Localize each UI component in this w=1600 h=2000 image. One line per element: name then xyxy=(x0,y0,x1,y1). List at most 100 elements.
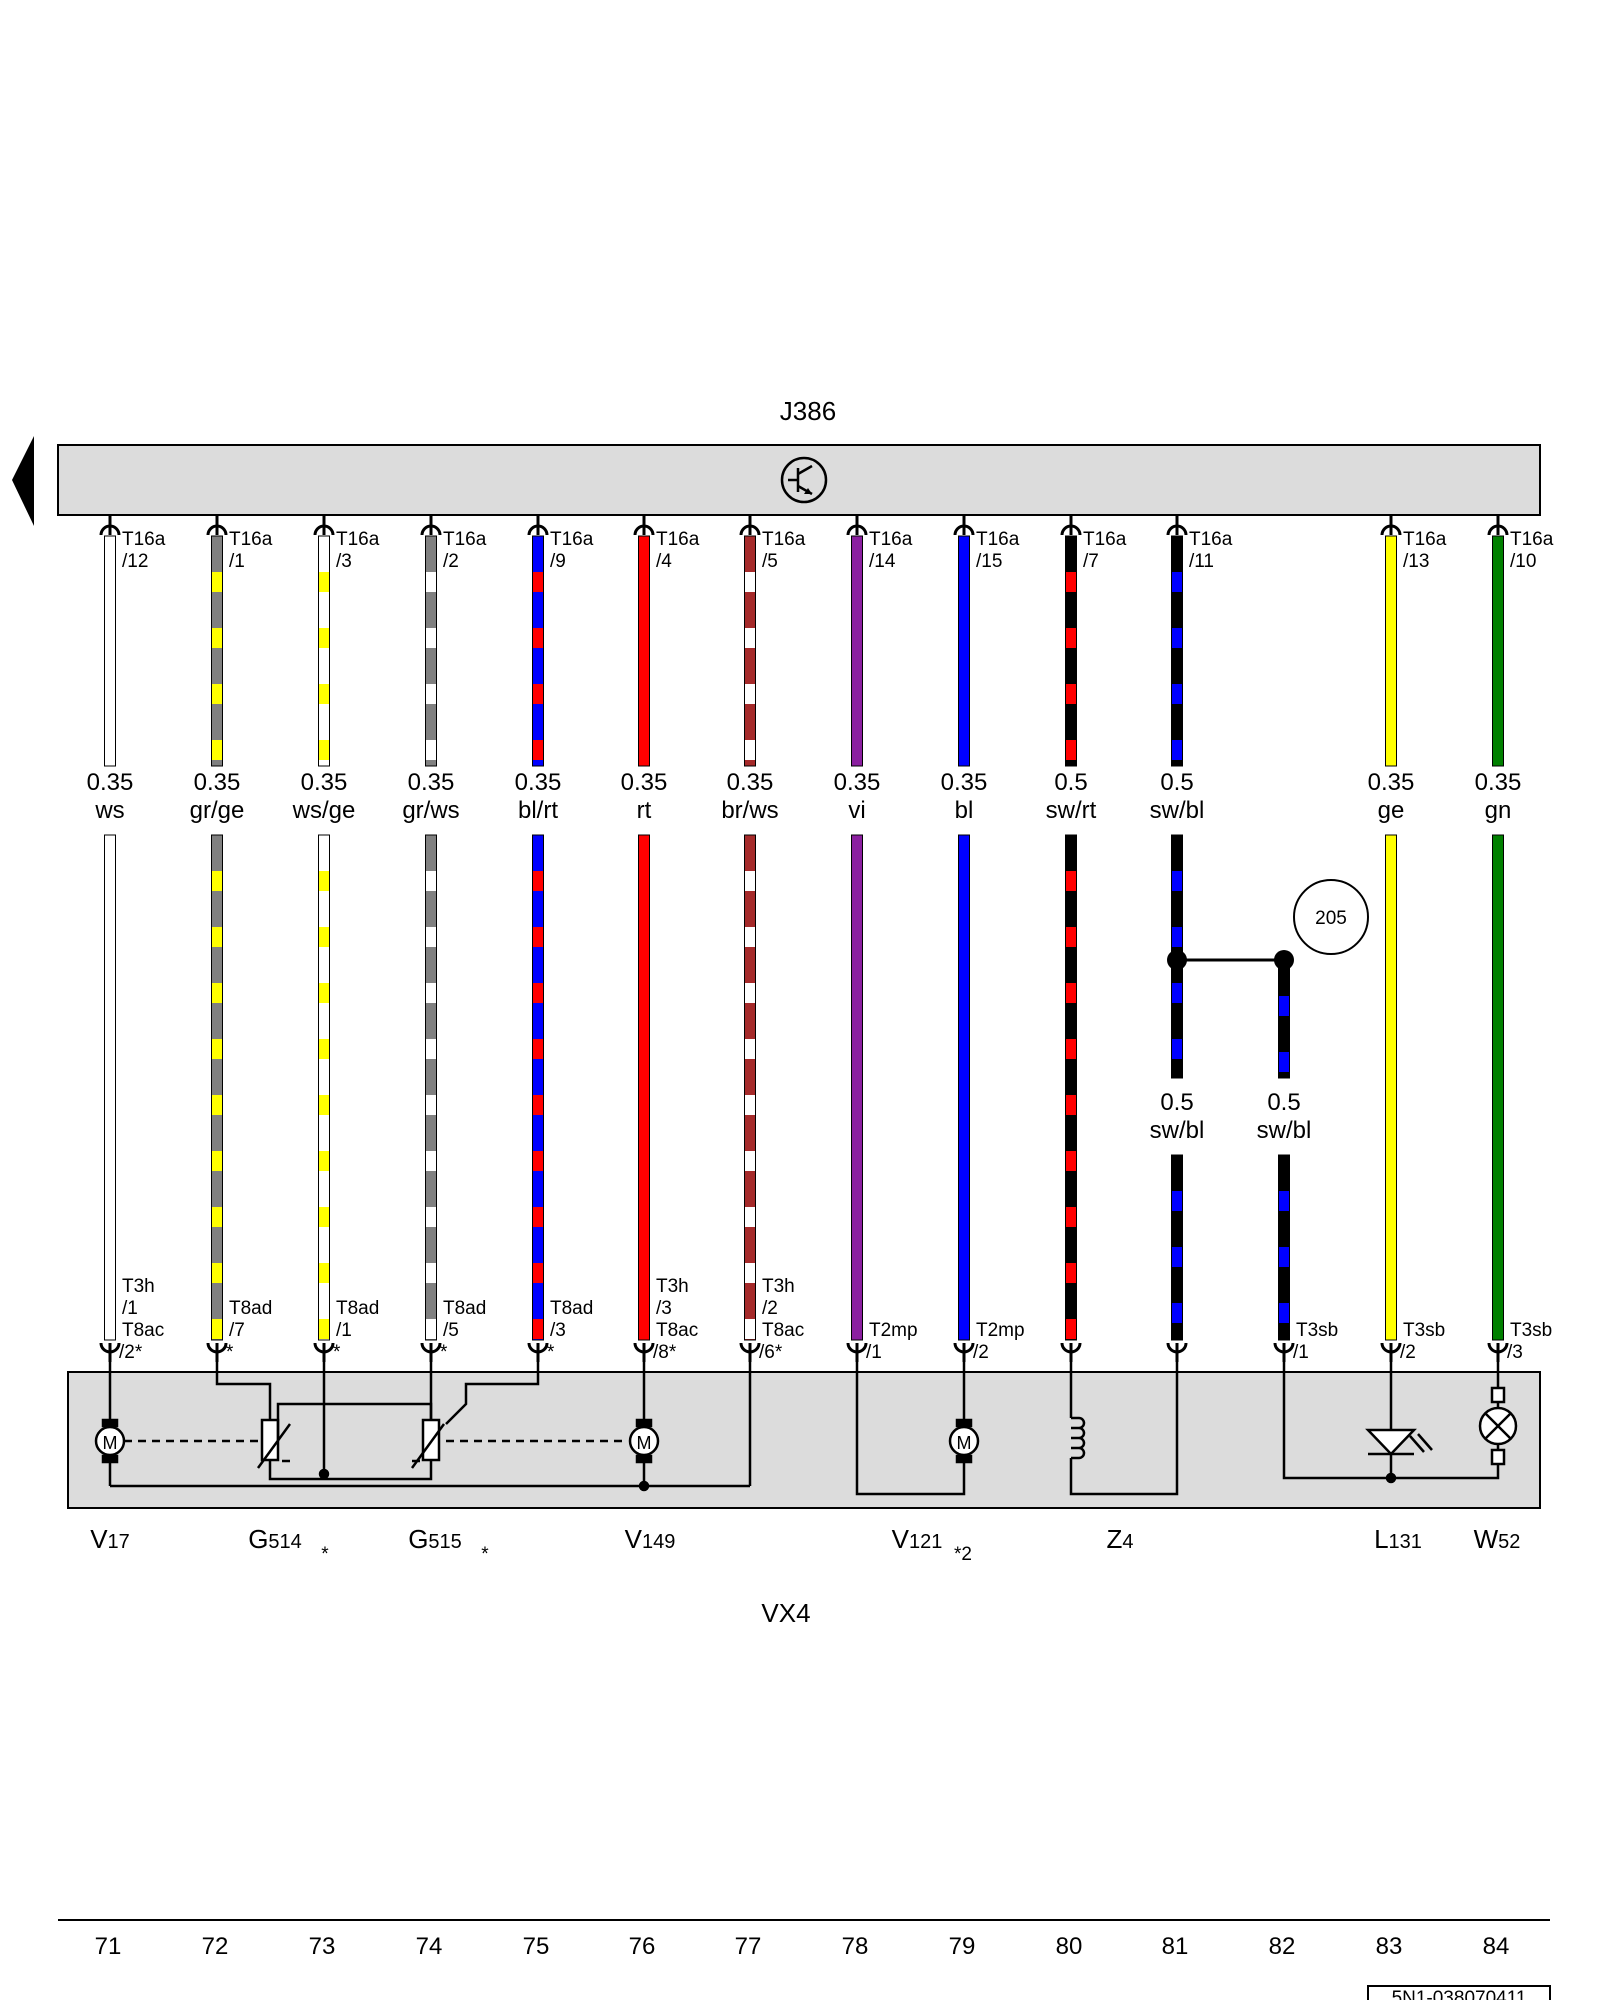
bottom-label-w77-1: /2 xyxy=(762,1298,778,1319)
wire-segment-lower-w84 xyxy=(1492,834,1504,1341)
bottom-label-w79-1: /2 xyxy=(973,1342,989,1363)
svg-text:M: M xyxy=(103,1433,118,1453)
gauge-label-w81: 0.5 xyxy=(1160,769,1193,796)
top-pin-label-w80: /7 xyxy=(1083,551,1099,572)
bottom-label-w72-0: T8ad xyxy=(229,1298,272,1319)
page-id-box xyxy=(1367,1985,1551,2000)
bottom-label-w72-2: * xyxy=(226,1342,234,1363)
component-note-V121: *2 xyxy=(954,1544,972,1565)
column-number-84: 84 xyxy=(1483,1933,1510,1960)
top-pin-label-w81: /11 xyxy=(1189,551,1214,572)
wire-segment-lower-w79 xyxy=(958,834,970,1341)
wire-w81[interactable]: T16a/110.5sw/bl0.5sw/bl xyxy=(1150,516,1233,1362)
wire-segment-upper-w81 xyxy=(1171,535,1183,767)
top-pin-label-w73: /3 xyxy=(336,551,352,572)
wire-segment-lower-w72 xyxy=(211,834,223,1341)
bottom-label-w78-0: T2mp xyxy=(869,1320,918,1341)
branch-right-color-code: sw/bl xyxy=(1257,1117,1312,1144)
bottom-label-w77-3: /6* xyxy=(759,1342,783,1363)
wire-segment-upper-w80 xyxy=(1065,535,1077,767)
color-code-label-w84: gn xyxy=(1485,797,1512,824)
wire-segment-upper-w77 xyxy=(744,535,756,767)
wire-segment-branch-lower xyxy=(1278,1154,1290,1341)
wire-segment-lower-w75 xyxy=(532,834,544,1341)
wire-segment-upper-w74 xyxy=(425,535,437,767)
color-code-label-w78: vi xyxy=(848,797,865,824)
gauge-label-w84: 0.35 xyxy=(1475,769,1522,796)
color-code-label-w83: ge xyxy=(1378,797,1405,824)
back-arrow-icon[interactable] xyxy=(12,436,34,526)
gauge-label-w75: 0.35 xyxy=(515,769,562,796)
page-id: 5N1-038070411 xyxy=(1392,1988,1527,2000)
top-pin-label-w75: /9 xyxy=(550,551,566,572)
top-conn-label-w76: T16a xyxy=(656,529,700,550)
wire-segment-upper-w78 xyxy=(851,535,863,767)
gauge-label-w73: 0.35 xyxy=(301,769,348,796)
wire-segment-lower-w83 xyxy=(1385,834,1397,1341)
bottom-label-w76-3: /8* xyxy=(653,1342,677,1363)
component-label-V17: V17 xyxy=(90,1524,130,1554)
column-number-77: 77 xyxy=(735,1933,762,1960)
column-number-81: 81 xyxy=(1162,1933,1189,1960)
control-unit-label: J386 xyxy=(780,396,836,426)
column-number-82: 82 xyxy=(1269,1933,1296,1960)
wire-segment-lower-w74 xyxy=(425,834,437,1341)
column-number-73: 73 xyxy=(309,1933,336,1960)
color-code-label-w76: rt xyxy=(637,797,652,824)
color-code-label-w80: sw/rt xyxy=(1046,797,1097,824)
bottom-label-w71-0: T3h xyxy=(122,1276,155,1297)
svg-text:M: M xyxy=(637,1433,652,1453)
component-internals: M M xyxy=(94,1352,1518,1496)
top-pin-label-w78: /14 xyxy=(869,551,896,572)
splice-dot-left xyxy=(1167,950,1187,970)
motor-v121-icon: M xyxy=(948,1418,980,1464)
transistor-icon xyxy=(780,456,828,504)
wire-segment-lower-w71 xyxy=(104,834,116,1341)
bottom-label-w73-1: /1 xyxy=(336,1320,352,1341)
top-conn-label-w81: T16a xyxy=(1189,529,1233,550)
wire-segment-lower-w78 xyxy=(851,834,863,1341)
top-pin-label-w83: /13 xyxy=(1403,551,1429,572)
branch-left-gauge: 0.5 xyxy=(1160,1089,1193,1116)
gauge-label-w72: 0.35 xyxy=(194,769,241,796)
top-conn-label-w84: T16a xyxy=(1510,529,1554,550)
gauge-label-w79: 0.35 xyxy=(941,769,988,796)
component-note-G514: * xyxy=(321,1544,329,1565)
component-label-G514: G514 xyxy=(248,1524,302,1554)
wire-segment-lower-w73 xyxy=(318,834,330,1341)
wire-w80[interactable]: T16a/70.5sw/rt xyxy=(1046,516,1127,1362)
wires-layer: T16a/120.35wsT3h/1T8ac/2*T16a/10.35gr/ge… xyxy=(87,516,1554,1363)
wire-segment-branch-upper xyxy=(1278,959,1290,1079)
branch-left-color-code: sw/bl xyxy=(1150,1117,1205,1144)
column-number-71: 71 xyxy=(95,1933,122,1960)
bottom-label-w74-2: * xyxy=(440,1342,448,1363)
top-conn-label-w71: T16a xyxy=(122,529,166,550)
top-pin-label-w72: /1 xyxy=(229,551,245,572)
component-label-Z4: Z4 xyxy=(1106,1524,1133,1554)
bottom-label-w73-0: T8ad xyxy=(336,1298,379,1319)
bottom-label-w76-1: /3 xyxy=(656,1298,672,1319)
wire-segment-lower-w80 xyxy=(1065,834,1077,1341)
bottom-label-w79-0: T2mp xyxy=(976,1320,1025,1341)
wire-segment-upper-w75 xyxy=(532,535,544,767)
color-code-label-w79: bl xyxy=(955,797,974,824)
bottom-label-w75-0: T8ad xyxy=(550,1298,593,1319)
top-pin-label-w84: /10 xyxy=(1510,551,1536,572)
bottom-label-w71-1: /1 xyxy=(122,1298,138,1319)
top-conn-label-w75: T16a xyxy=(550,529,594,550)
top-conn-label-w77: T16a xyxy=(762,529,806,550)
